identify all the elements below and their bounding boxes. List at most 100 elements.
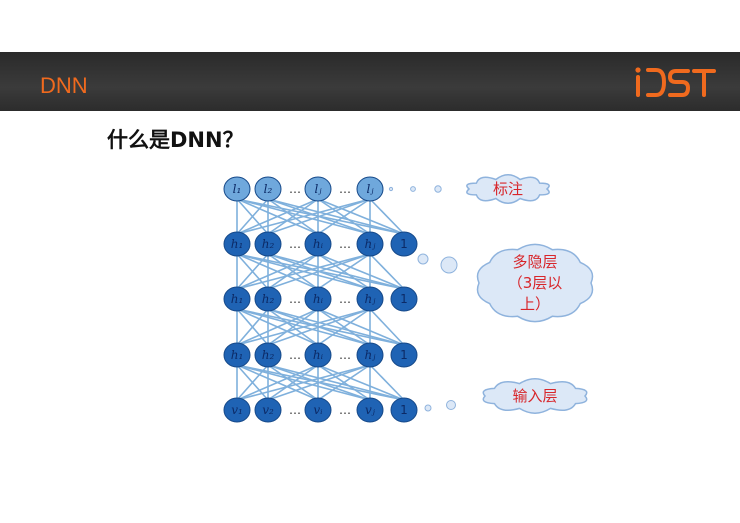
node-label: h₂ — [262, 237, 275, 251]
node-label: vⱼ — [365, 403, 376, 417]
bias-node — [390, 231, 418, 257]
callout-input-layer: 输入层 — [482, 378, 588, 414]
ellipsis-marker: … — [289, 237, 301, 251]
node-label: l₁ — [233, 182, 242, 196]
connector-dots — [388, 185, 458, 412]
network-edge — [236, 253, 269, 290]
hidden-node — [254, 231, 282, 257]
network-edge — [317, 198, 405, 235]
hidden-node — [254, 342, 282, 368]
node-label: lⱼ — [314, 182, 322, 196]
ellipsis-marker: … — [339, 348, 351, 362]
network-edges — [236, 198, 405, 401]
node-label: hⱼ — [365, 292, 377, 306]
bubble-dot — [410, 186, 416, 192]
network-edge — [369, 198, 405, 235]
ellipsis-marker: … — [289, 182, 301, 196]
ellipsis-marker: … — [339, 237, 351, 251]
network-edge — [267, 364, 319, 401]
hidden-node — [304, 342, 332, 368]
network-edge — [236, 364, 319, 401]
bias-node — [390, 342, 418, 368]
callout-text: （3层以 — [508, 274, 563, 292]
node-label: lⱼ — [366, 182, 374, 196]
label-node — [223, 176, 251, 202]
hidden-node — [356, 231, 384, 257]
network-edge — [236, 253, 319, 290]
hidden-node — [223, 342, 251, 368]
node-label: hᵢ — [313, 292, 324, 306]
network-edge — [317, 198, 371, 235]
slide-section-title: DNN — [40, 73, 88, 98]
network-edge — [267, 253, 405, 290]
network-edge — [236, 308, 371, 346]
bubble-dot — [417, 253, 429, 265]
bubble-dot — [446, 400, 456, 410]
node-label: hⱼ — [365, 348, 377, 362]
bubble-dot — [440, 256, 458, 274]
callout-text: 标注 — [493, 180, 523, 198]
network-edge — [267, 198, 371, 235]
hidden-node — [223, 231, 251, 257]
network-edge — [317, 253, 405, 290]
node-label: h₁ — [231, 348, 244, 362]
network-edge — [267, 253, 371, 290]
network-edge — [267, 198, 405, 235]
label-node — [254, 176, 282, 202]
node-label: v₁ — [231, 403, 243, 417]
network-edge — [236, 198, 371, 235]
input-node — [356, 397, 384, 423]
input-node — [254, 397, 282, 423]
network-edge — [267, 253, 319, 290]
bias-node — [390, 286, 418, 312]
callout-text: 上） — [520, 295, 550, 313]
network-edge — [267, 308, 319, 346]
ellipsis-marker: … — [289, 403, 301, 417]
node-label: l₂ — [264, 182, 273, 196]
label-node — [304, 176, 332, 202]
network-edge — [236, 308, 319, 346]
network-edge — [267, 364, 371, 401]
input-node — [304, 397, 332, 423]
page-title: 什么是DNN？ — [107, 128, 244, 152]
bias-label: 1 — [400, 237, 408, 251]
network-edge — [267, 308, 405, 346]
network-edge — [369, 308, 405, 346]
node-label: hᵢ — [313, 237, 324, 251]
bubble-dot — [388, 186, 394, 192]
node-label: h₂ — [262, 292, 275, 306]
ellipsis-marker: … — [339, 292, 351, 306]
network-edge — [317, 253, 371, 290]
idst-logo — [632, 62, 732, 102]
idst-logo-icon — [635, 67, 716, 97]
network-edge — [369, 253, 405, 290]
bias-label: 1 — [400, 292, 408, 306]
node-label: h₁ — [231, 292, 244, 306]
hidden-node — [304, 286, 332, 312]
network-edge — [236, 198, 269, 235]
network-edge — [317, 364, 371, 401]
network-edge — [236, 253, 371, 290]
node-label: hᵢ — [313, 348, 324, 362]
ellipsis-marker: … — [289, 348, 301, 362]
network-edge — [236, 198, 319, 235]
network-edge — [317, 308, 405, 346]
bias-node — [390, 397, 418, 423]
bias-label: 1 — [400, 403, 408, 417]
hidden-node — [304, 231, 332, 257]
callout-text: 输入层 — [512, 387, 557, 405]
header-bar — [0, 52, 740, 111]
node-label: hⱼ — [365, 237, 377, 251]
network-edge — [267, 198, 319, 235]
ellipsis-marker: … — [339, 403, 351, 417]
network-edge — [236, 308, 269, 346]
network-edge — [317, 308, 371, 346]
bubble-dot — [424, 404, 432, 412]
node-label: h₂ — [262, 348, 275, 362]
label-node — [356, 176, 384, 202]
network-edge — [317, 364, 405, 401]
